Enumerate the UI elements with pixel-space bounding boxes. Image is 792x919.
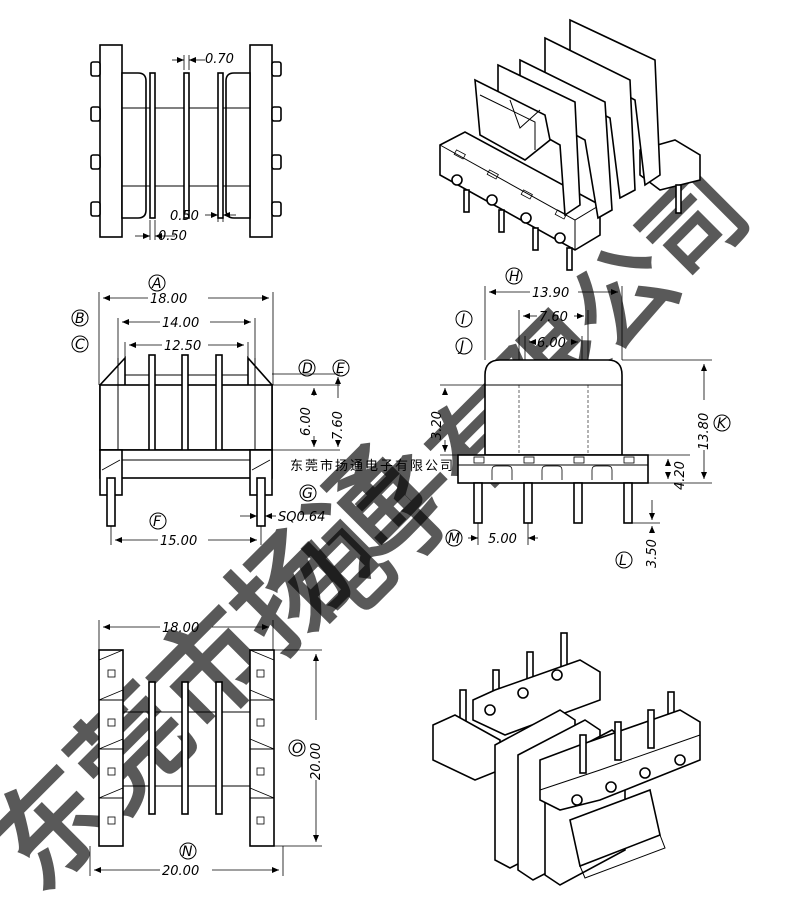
- plate: [149, 72, 156, 219]
- pin: [523, 482, 533, 524]
- dim-bottom-width-20: 20.00: [162, 864, 199, 879]
- bottom-left-block: [98, 649, 124, 847]
- dim-bottom-width-18: 18.00: [162, 621, 199, 636]
- label-b: B: [75, 311, 85, 327]
- dim-width-14: 14.00: [162, 316, 199, 331]
- label-f: F: [153, 514, 162, 530]
- dim-length-6: 6.00: [537, 336, 566, 351]
- pin: [623, 482, 633, 524]
- dim-pin-square: SQ0.64: [278, 510, 325, 525]
- watermark-text-small: 东莞市扬通电子有限公司: [290, 458, 455, 474]
- pin: [473, 482, 483, 524]
- label-i: I: [461, 312, 465, 328]
- label-g: G: [302, 486, 313, 502]
- front-view: A B C D E G F 18.00 14.00 12.50: [71, 274, 350, 549]
- label-k: K: [717, 416, 728, 432]
- pin: [106, 477, 116, 527]
- label-h: H: [509, 269, 520, 285]
- dim-height-138: 13.80: [697, 413, 712, 450]
- label-e: E: [336, 361, 345, 377]
- label-c: C: [75, 337, 85, 353]
- top-view: 0.70 0.50 0.50: [90, 44, 282, 244]
- dim-height-76: 7.60: [331, 411, 346, 440]
- side-body: [484, 359, 623, 456]
- pin: [256, 477, 266, 527]
- label-o: O: [292, 741, 303, 757]
- label-m: M: [448, 531, 460, 547]
- dim-gap-a: 0.50: [170, 209, 199, 224]
- dim-height-6: 6.00: [299, 407, 314, 436]
- right-flange: [249, 44, 273, 238]
- bottom-right-block: [249, 649, 275, 847]
- dim-width-18: 18.00: [150, 292, 187, 307]
- dim-pin-pitch-15: 15.00: [160, 534, 197, 549]
- side-base: [457, 454, 649, 484]
- side-view: H I J K M L 13.90 7.60 6.00: [430, 267, 731, 569]
- dim-gap-b: 0.50: [158, 229, 187, 244]
- isometric-view-bottom: [432, 632, 701, 886]
- dim-width-125: 12.50: [164, 339, 201, 354]
- dim-length-139: 13.90: [532, 286, 569, 301]
- dim-plate-thickness: 0.70: [205, 52, 234, 67]
- front-base: [99, 449, 273, 479]
- label-l: L: [619, 553, 627, 569]
- isometric-view-top: [439, 18, 701, 271]
- left-flange: [99, 44, 123, 238]
- label-a: A: [151, 276, 162, 292]
- dim-height-42: 4.20: [673, 461, 688, 490]
- dim-pin-length-35: 3.50: [645, 539, 660, 568]
- label-j: J: [457, 339, 464, 355]
- dim-length-76: 7.60: [539, 310, 568, 325]
- plate: [217, 72, 224, 219]
- bottom-view: 18.00: [89, 620, 324, 879]
- label-d: D: [302, 361, 313, 377]
- pin: [573, 482, 583, 524]
- dim-pin-pitch-5: 5.00: [488, 532, 517, 547]
- dim-bottom-height-20: 20.00: [309, 743, 324, 780]
- label-n: N: [182, 844, 193, 860]
- dim-height-32: 3.20: [430, 411, 445, 440]
- plate: [183, 72, 190, 219]
